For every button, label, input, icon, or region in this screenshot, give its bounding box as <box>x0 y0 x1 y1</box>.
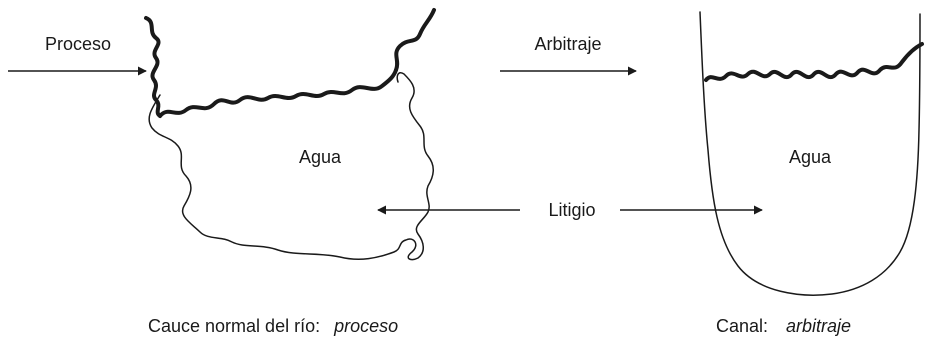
right-caption-term: arbitraje <box>786 316 851 336</box>
river-edge-left <box>144 16 162 118</box>
litigio-label: Litigio <box>548 200 595 220</box>
canal-diagram: Agua <box>699 11 924 296</box>
arbitraje-label: Arbitraje <box>534 34 601 54</box>
canal-outline <box>699 11 921 296</box>
left-caption: Cauce normal del río: proceso <box>148 316 398 336</box>
right-caption-main: Canal: <box>716 316 768 336</box>
river-bank-outline <box>148 71 434 261</box>
litigio-arrow-group: Litigio <box>377 200 763 220</box>
proceso-label: Proceso <box>45 34 111 54</box>
river-edge-right <box>394 8 436 72</box>
agua-label-left: Agua <box>299 147 342 167</box>
canal-water-surface <box>704 42 924 82</box>
arbitraje-arrow-group: Arbitraje <box>500 34 637 76</box>
river-edge-top <box>158 68 398 118</box>
left-caption-main: Cauce normal del río: <box>148 316 320 336</box>
right-caption: Canal: arbitraje <box>716 316 851 336</box>
left-caption-term: proceso <box>333 316 398 336</box>
proceso-arrow-group: Proceso <box>8 34 147 76</box>
river-diagram: Agua <box>144 8 436 261</box>
agua-label-right: Agua <box>789 147 832 167</box>
